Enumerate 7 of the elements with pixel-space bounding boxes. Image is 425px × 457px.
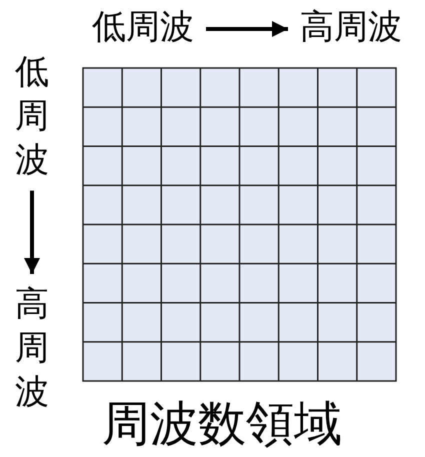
arrow xyxy=(24,190,40,274)
caption-text: 周波数領域 xyxy=(102,400,342,448)
arrow xyxy=(206,21,288,37)
axis-label: 高周波 xyxy=(300,7,402,47)
axis-label: 高周波 xyxy=(15,283,49,414)
axis-label: 低周波 xyxy=(15,51,49,182)
axis-label: 低周波 xyxy=(92,7,194,47)
